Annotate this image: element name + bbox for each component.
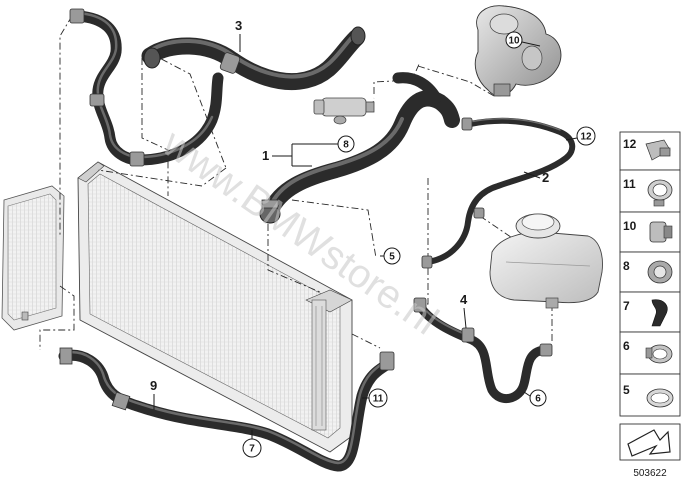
callout-10: 11 [362,388,388,408]
svg-text:5: 5 [623,383,630,397]
reference-number: 503622 [633,468,667,479]
svg-text:8: 8 [343,140,349,151]
svg-text:5: 5 [389,252,395,263]
legend-item-6: 6 [619,331,681,375]
callout-12: 12 [565,126,596,146]
callout-5: 5 [380,247,401,265]
svg-text:8: 8 [623,259,630,273]
upper-left-hose [69,8,224,167]
auxiliary-radiator [1,185,65,331]
parts-legend: 12 11 10 8 [619,131,681,479]
svg-text:6: 6 [535,394,541,405]
legend-item-5: 5 [619,373,681,417]
legend-item-11: 11 [619,169,681,213]
svg-text:10: 10 [508,36,520,47]
svg-text:12: 12 [623,137,637,151]
hose-1 [259,72,460,224]
svg-text:7: 7 [249,444,255,455]
label-part-9: 9 [150,378,157,393]
legend-item-7: 7 [619,291,681,333]
clamp-icon [645,139,671,161]
svg-text:10: 10 [623,219,637,233]
svg-text:6: 6 [623,339,630,353]
band-clamp-icon [646,388,674,408]
callout-7: 8 [337,135,355,153]
connector-clip-icon [649,221,673,243]
svg-text:11: 11 [623,177,636,191]
svg-text:11: 11 [373,394,384,405]
callout-8: 10 [505,31,541,49]
legend-item-10: 10 [619,211,681,253]
callout-6: 6 [523,389,547,407]
callout-11: 7 [242,430,262,458]
hose-clamp-icon [647,260,673,284]
holder-clip-icon [651,299,668,327]
legend-item-8: 8 [619,251,681,293]
connector-part [313,97,375,125]
direction-arrow-icon [627,429,671,457]
label-part-3: 3 [235,18,242,33]
svg-text:7: 7 [623,299,630,313]
label-part-1: 1 [262,148,269,163]
electric-water-pump [474,5,562,97]
hose-9 [58,347,395,472]
orientation-arrow-box [619,423,681,461]
clamp-ring-icon [647,179,673,207]
hose-4 [413,297,553,403]
legend-item-12: 12 [619,131,681,171]
expansion-tank [489,213,603,309]
hose-3 [141,26,366,91]
spring-clamp-icon [645,344,673,364]
assembly-leader-lines [39,15,553,350]
main-radiator [77,161,353,453]
callouts: 8 10 12 5 6 11 7 [242,31,596,458]
label-part-4: 4 [460,292,468,307]
hose-2 [421,117,576,269]
label-part-2: 2 [542,170,549,185]
part-labels: 3 1 2 4 9 [150,18,549,410]
svg-text:12: 12 [580,132,592,143]
